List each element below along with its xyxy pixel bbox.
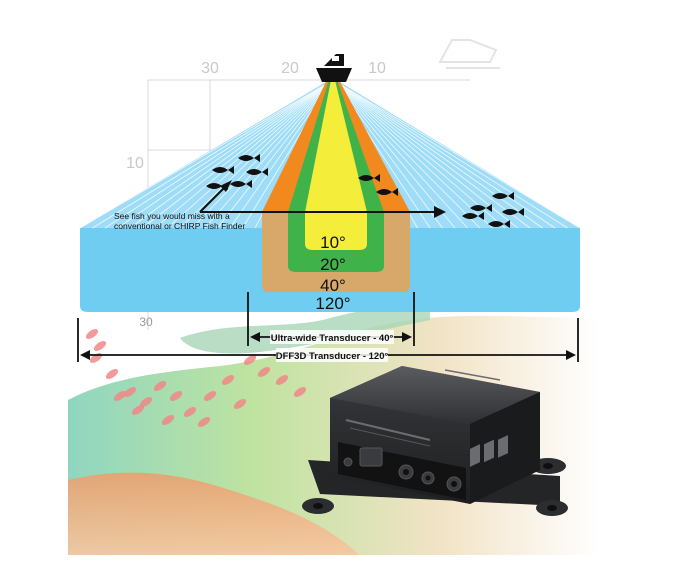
echo-mark <box>275 375 289 385</box>
beam-ray <box>167 79 334 229</box>
fish-school <box>206 154 524 228</box>
beam-ray <box>104 79 334 229</box>
echo-mark <box>89 353 103 363</box>
fish-icon <box>488 220 510 228</box>
depth-label-10: 10 <box>368 60 386 77</box>
echo-mark <box>169 391 183 401</box>
fish-icon <box>212 166 234 174</box>
echo-mark <box>123 387 137 397</box>
fish-icon <box>358 174 380 182</box>
echo-mark <box>161 415 175 425</box>
fish-icon <box>376 188 398 196</box>
beam-ray <box>154 79 334 229</box>
fish-echo-returns <box>85 329 307 427</box>
background-boat-icon <box>438 39 500 69</box>
beam-ray <box>217 79 334 229</box>
callout-text-line1: See fish you would miss with a <box>114 211 230 221</box>
beam-ray <box>117 79 334 229</box>
depth-label-lower-30: 30 <box>139 315 153 329</box>
ultra-wide-transducer-label: Ultra-wide Transducer - 40° <box>271 333 394 344</box>
boat-icon <box>316 54 352 82</box>
fish-icon <box>246 168 268 176</box>
depth-label-30: 30 <box>201 60 219 77</box>
angle-label-120: 120° <box>315 294 350 313</box>
beam-ray <box>92 79 334 229</box>
echo-mark <box>293 387 307 397</box>
echo-mark <box>243 355 257 365</box>
fish-icon <box>462 212 484 220</box>
sonar-module-device <box>302 366 568 516</box>
echo-mark <box>183 407 197 417</box>
echo-mark <box>257 367 271 377</box>
depth-label-20: 20 <box>281 60 299 77</box>
beam-ray <box>332 79 543 229</box>
beam-ray <box>332 79 581 229</box>
dff3d-transducer-label: DFF3D Transducer - 120° <box>276 351 389 362</box>
angle-label-10: 10° <box>320 233 346 252</box>
echo-mark <box>233 399 247 409</box>
depth-label-side-10: 10 <box>126 155 144 172</box>
echo-mark <box>85 329 99 339</box>
beam-ray <box>332 79 531 229</box>
callout-text-line2: conventional or CHIRP Fish Finder <box>114 221 245 231</box>
echo-mark <box>113 391 127 401</box>
fish-icon <box>502 208 524 216</box>
beam-ray <box>79 79 334 229</box>
angle-label-40: 40° <box>320 276 346 295</box>
fish-icon <box>206 182 228 190</box>
fish-icon <box>230 180 252 188</box>
beam-10-band <box>305 80 367 250</box>
beam-ray <box>332 79 568 229</box>
echo-mark <box>131 405 145 415</box>
fish-icon <box>470 204 492 212</box>
beam-ray <box>332 79 556 229</box>
beam-ray <box>332 79 518 229</box>
beam-ray <box>204 79 334 229</box>
beam-ray <box>179 79 334 229</box>
fish-icon <box>492 192 514 200</box>
callout-arrows <box>199 180 446 218</box>
beam-ray <box>332 79 468 229</box>
beam-ray <box>129 79 334 229</box>
angle-label-20: 20° <box>320 255 346 274</box>
echo-mark <box>197 417 211 427</box>
echo-mark <box>203 391 217 401</box>
beam-ray <box>142 79 334 229</box>
beam-ray <box>332 79 456 229</box>
echo-mark <box>105 369 119 379</box>
beam-ray <box>192 79 334 229</box>
echo-mark <box>153 381 167 391</box>
echo-mark <box>93 341 107 351</box>
beam-ray <box>332 79 481 229</box>
beam-ray <box>332 79 493 229</box>
echo-mark <box>139 397 153 407</box>
fish-icon <box>238 154 260 162</box>
echo-mark <box>221 375 235 385</box>
beam-ray <box>332 79 506 229</box>
